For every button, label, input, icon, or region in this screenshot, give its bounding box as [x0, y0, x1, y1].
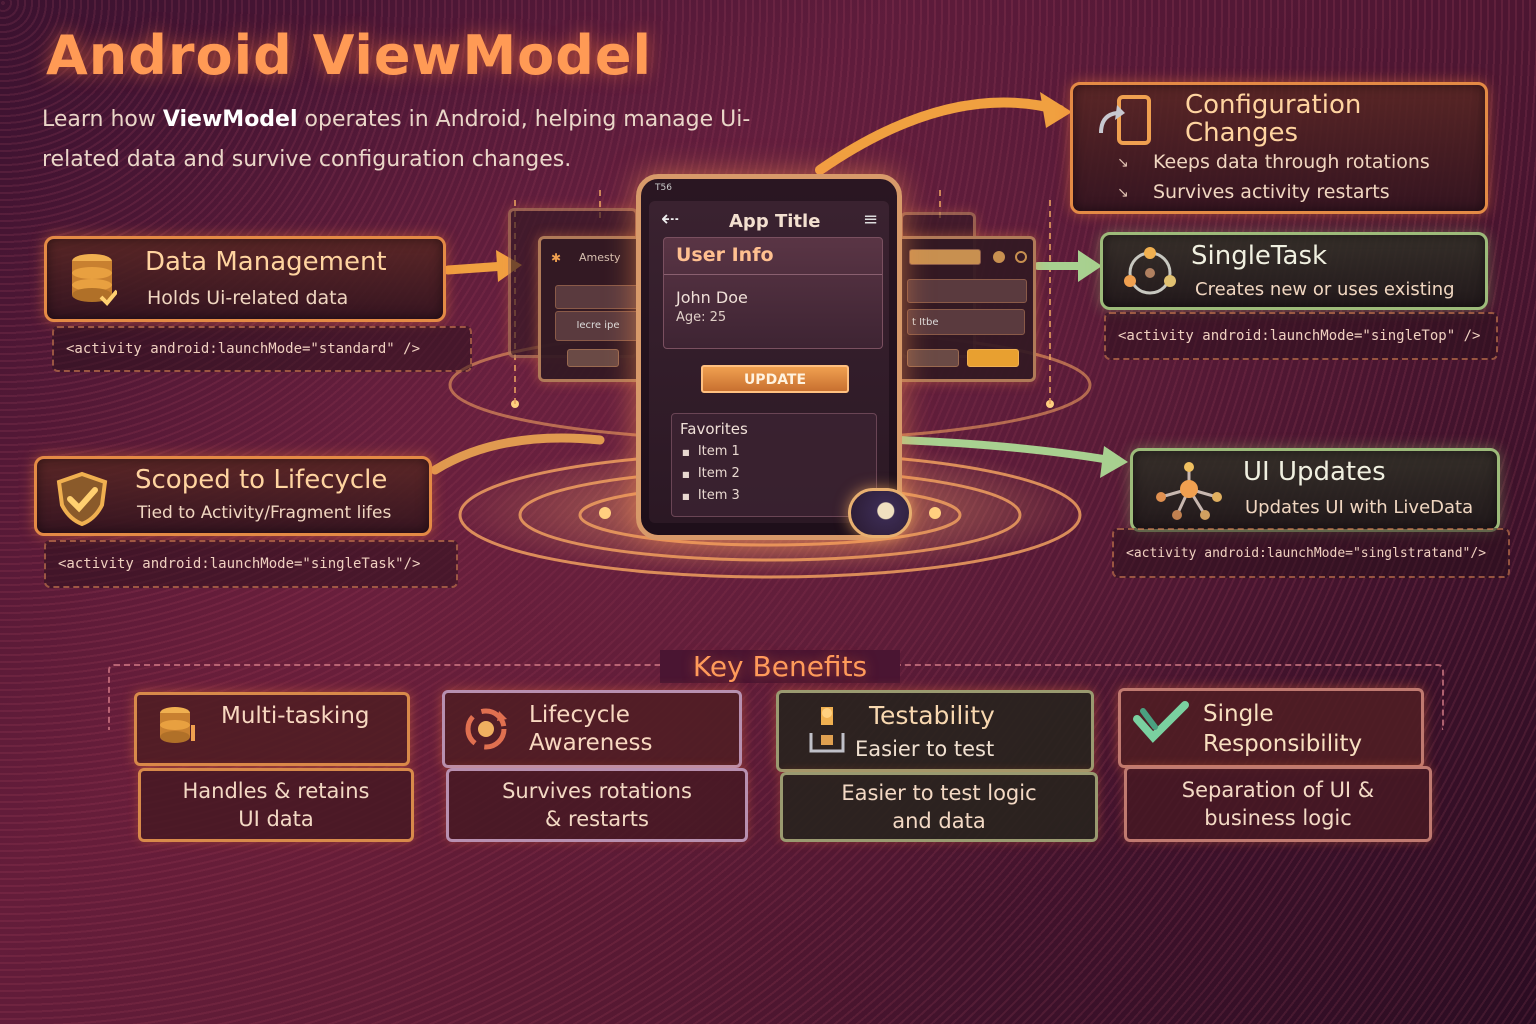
arrow-ui-updates — [896, 436, 1114, 464]
scoped-lifecycle-card: Scoped to Lifecycle Tied to Activity/Fra… — [34, 456, 432, 536]
benefit-lifecycle-title: Lifecycle Awareness — [529, 702, 653, 756]
benefit-single-resp-desc: Separation of UI & business logic — [1124, 766, 1432, 842]
arrow-head-singletask — [1078, 250, 1102, 282]
benefit-lifecycle-header: Lifecycle Awareness — [442, 690, 742, 768]
database-icon — [72, 254, 117, 306]
single-task-subtitle: Creates new or uses existing — [1195, 279, 1455, 300]
config-changes-title: Configuration Changes — [1185, 90, 1362, 148]
list-item[interactable]: ■ Item 1 — [682, 444, 740, 459]
phone-screen: ⇠ App Title ≡ User Info John Doe Age: 25… — [649, 201, 889, 523]
single-task-title: SingleTask — [1191, 241, 1328, 271]
list-item-label: Item 1 — [697, 444, 740, 459]
left-window-bar — [555, 285, 641, 309]
favorites-card: Favorites ■ Item 1 ■ Item 2 ■ Item 3 — [671, 413, 877, 517]
scoped-lifecycle-subtitle: Tied to Activity/Fragment lifes — [137, 503, 392, 523]
background-window-left: ✱ Amesty Iecre ipe — [538, 236, 648, 382]
right-window-dot — [993, 251, 1005, 263]
update-button[interactable]: UPDATE — [701, 365, 849, 393]
bullet-arrow-icon: ↘ — [1117, 155, 1129, 171]
list-item[interactable]: ■ Item 2 — [682, 466, 740, 481]
user-name: John Doe — [676, 288, 748, 307]
page-subtitle: Learn how ViewModel operates in Android,… — [42, 100, 802, 180]
benefit-single-resp-title: Single Responsibility — [1203, 701, 1363, 757]
config-changes-card: Configuration Changes ↘ Keeps data throu… — [1070, 82, 1488, 214]
benefit-multitasking-title: Multi-tasking — [221, 703, 370, 729]
data-management-title: Data Management — [145, 247, 387, 277]
background-window-right: t Itbe — [890, 236, 1036, 382]
list-item-label: Item 3 — [697, 488, 740, 503]
right-window-bar-top — [909, 249, 981, 265]
left-window-field-text: Iecre ipe — [576, 320, 620, 331]
page-title: Android ViewModel — [46, 24, 653, 87]
ui-updates-card: UI Updates Updates UI with LiveData — [1130, 448, 1500, 532]
data-management-card: Data Management Holds Ui-related data — [44, 236, 446, 322]
user-age: Age: 25 — [676, 310, 727, 325]
shield-check-icon — [56, 471, 108, 527]
test-flask-icon — [809, 707, 845, 753]
key-benefits-title: Key Benefits — [660, 650, 900, 683]
scoped-lifecycle-title: Scoped to Lifecycle — [135, 465, 388, 495]
rotate-device-icon — [1099, 95, 1151, 145]
checkmark-icon — [1133, 701, 1189, 743]
right-window-field-text: t Itbe — [912, 317, 939, 328]
right-window-field: t Itbe — [907, 309, 1025, 335]
user-info-divider — [664, 274, 882, 275]
arrow-to-config — [815, 97, 1065, 175]
benefit-multitasking-desc: Handles & retains UI data — [138, 768, 414, 842]
left-window-field: Iecre ipe — [555, 311, 641, 341]
database-icon — [160, 707, 195, 743]
arrow-lifecycle — [430, 433, 605, 475]
toggle-badge-icon — [848, 488, 912, 538]
benefit-testability-title: Testability — [869, 701, 995, 730]
refresh-cycle-icon — [465, 708, 507, 750]
back-arrow-icon[interactable]: ⇠ — [661, 207, 680, 232]
bullet-arrow-icon: ↘ — [1117, 185, 1129, 201]
network-cycle-icon — [1124, 247, 1176, 295]
subtitle-pre: Learn how — [42, 107, 163, 132]
phone-mockup: T56 ⇠ App Title ≡ User Info John Doe Age… — [636, 174, 902, 540]
user-info-title: User Info — [676, 244, 774, 266]
right-window-dot-2 — [1015, 251, 1027, 263]
benefit-multitasking-header: Multi-tasking — [134, 692, 410, 766]
menu-icon[interactable]: ≡ — [863, 209, 879, 230]
left-window-icon: ✱ — [551, 251, 562, 265]
subtitle-bold: ViewModel — [162, 107, 298, 132]
node-graph-icon — [1156, 462, 1222, 520]
app-title: App Title — [729, 211, 821, 232]
arrow-data-mgmt — [443, 261, 510, 275]
ui-updates-subtitle: Updates UI with LiveData — [1245, 497, 1474, 518]
benefit-lifecycle-desc: Survives rotations & restarts — [446, 768, 748, 842]
right-window-button — [907, 349, 959, 367]
right-window-button-accent — [967, 349, 1019, 367]
status-bar-text: T56 — [655, 183, 672, 193]
config-changes-line2: Survives activity restarts — [1153, 181, 1390, 203]
single-task-card: SingleTask Creates new or uses existing — [1100, 232, 1488, 310]
data-management-code: <activity android:launchMode="standard" … — [52, 326, 472, 372]
benefit-testability-desc: Easier to test logic and data — [780, 772, 1098, 842]
benefit-testability-header: Testability Easier to test — [776, 690, 1094, 772]
single-task-code: <activity android:launchMode="singleTop"… — [1104, 312, 1498, 360]
list-item-label: Item 2 — [697, 466, 740, 481]
left-window-button — [567, 349, 619, 367]
benefit-single-resp-header: Single Responsibility — [1118, 688, 1424, 768]
favorites-title: Favorites — [680, 420, 748, 438]
ui-updates-code: <activity android:launchMode="singlstrat… — [1112, 528, 1510, 578]
ring-nodes — [511, 400, 1054, 519]
arrow-head-ui — [1100, 446, 1128, 478]
ui-updates-title: UI Updates — [1243, 457, 1386, 487]
right-window-bar — [907, 279, 1027, 303]
config-changes-line1: Keeps data through rotations — [1153, 151, 1430, 173]
data-management-subtitle: Holds Ui-related data — [147, 287, 349, 309]
left-window-title: Amesty — [579, 251, 621, 264]
list-item[interactable]: ■ Item 3 — [682, 488, 740, 503]
user-info-card: User Info John Doe Age: 25 — [663, 237, 883, 349]
scoped-lifecycle-code: <activity android:launchMode="singleTask… — [44, 540, 458, 588]
subtitle-post: operates in Android, helping manage Ui-r… — [42, 107, 751, 172]
arrow-head-config — [1040, 92, 1072, 128]
benefit-testability-subtitle: Easier to test — [855, 737, 995, 761]
